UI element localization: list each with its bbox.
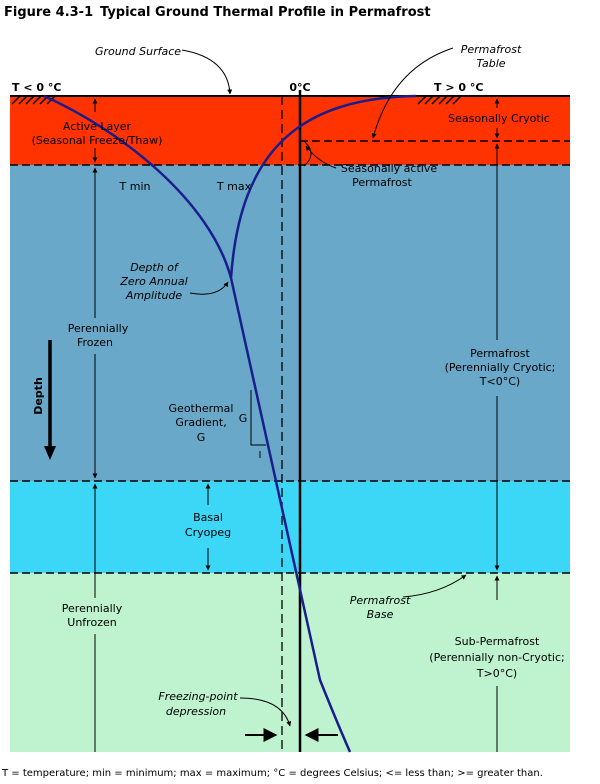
- permafrost-base-label-1: Permafrost: [350, 594, 411, 607]
- perennially-frozen-label-2: Frozen: [77, 336, 113, 349]
- sub-permafrost-label-2: (Perennially non-Cryotic;: [429, 651, 564, 664]
- permafrost-base-arrow: [402, 574, 467, 598]
- figure-title: Typical Ground Thermal Profile in Permaf…: [100, 5, 431, 20]
- freezing-point-arrow: [239, 697, 292, 727]
- permafrost-label-2: (Perennially Cryotic;: [445, 361, 556, 374]
- t-max-curve: [229, 94, 417, 279]
- depth-label: Depth: [32, 377, 45, 415]
- sub-permafrost-label-3: T>0°C): [476, 667, 517, 680]
- unfrozen-label-2: Unfrozen: [67, 616, 116, 629]
- permafrost-label-3: T<0°C): [479, 375, 520, 388]
- permafrost-base-label-2: Base: [367, 608, 394, 621]
- t-below-zero-label: T < 0 °C: [12, 81, 61, 94]
- zero-amplitude-arrow: [189, 281, 229, 295]
- seasonally-active-arc: [303, 140, 312, 167]
- geothermal-gradient-curve: [229, 277, 352, 753]
- figure-number: Figure 4.3-1: [4, 5, 93, 20]
- active-layer-label-1: Active Layer: [63, 120, 132, 133]
- basal-cryopeg-label-1: Basal: [193, 511, 223, 524]
- triangle-one-label: I: [259, 450, 262, 461]
- perennially-frozen-label-1: Perennially: [68, 322, 129, 335]
- active-layer-label-2: (Seasonal Freeze/Thaw): [32, 134, 163, 147]
- freezing-point-label-2: depression: [166, 705, 226, 718]
- ground-surface-label: Ground Surface: [95, 45, 181, 58]
- zero-c-label: 0°C: [289, 81, 310, 94]
- sub-permafrost-label-1: Sub-Permafrost: [455, 635, 540, 648]
- active-layer-band: [10, 96, 570, 165]
- permafrost-band: [10, 165, 570, 481]
- layer-boundaries: [10, 164, 570, 574]
- geothermal-label-3: G: [197, 431, 206, 444]
- freezing-point-label-1: Freezing-point: [158, 690, 238, 703]
- permafrost-table-label-1: Permafrost: [461, 43, 522, 56]
- permafrost-table-label-2: Table: [476, 57, 505, 70]
- unfrozen-label-1: Perennially: [62, 602, 123, 615]
- geothermal-label-1: Geothermal: [169, 402, 234, 415]
- t-min-label: T min: [119, 180, 151, 193]
- seasonally-active-label-1: Seasonally active: [341, 162, 437, 175]
- basal-cryopeg-band: [10, 481, 570, 573]
- ground-surface-arrow: [181, 49, 233, 95]
- permafrost-table-arrow: [371, 47, 454, 139]
- zero-amplitude-label-1: Depth of: [130, 261, 180, 274]
- permafrost-label-1: Permafrost: [470, 347, 530, 360]
- depth-arrowhead: [44, 446, 56, 460]
- triangle-g-label: G: [239, 412, 248, 425]
- seasonally-active-label-2: Permafrost: [352, 176, 412, 189]
- t-min-curve: [43, 94, 233, 279]
- footnote: T = temperature; min = minimum; max = ma…: [1, 768, 543, 779]
- annotation-arrows: [92, 47, 500, 752]
- zero-amplitude-label-2: Zero Annual: [119, 275, 187, 288]
- gradient-triangle: [250, 390, 266, 446]
- t-above-zero-label: T > 0 °C: [434, 81, 483, 94]
- geothermal-label-2: Gradient,: [175, 416, 226, 429]
- t-max-label: T max: [216, 180, 252, 193]
- seasonally-cryotic-label: Seasonally Cryotic: [448, 112, 550, 125]
- seasonally-active-arrow: [305, 145, 337, 169]
- ground-hatch-right: [417, 95, 462, 105]
- zero-amplitude-label-3: Amplitude: [125, 289, 183, 302]
- basal-cryopeg-label-2: Cryopeg: [185, 526, 231, 539]
